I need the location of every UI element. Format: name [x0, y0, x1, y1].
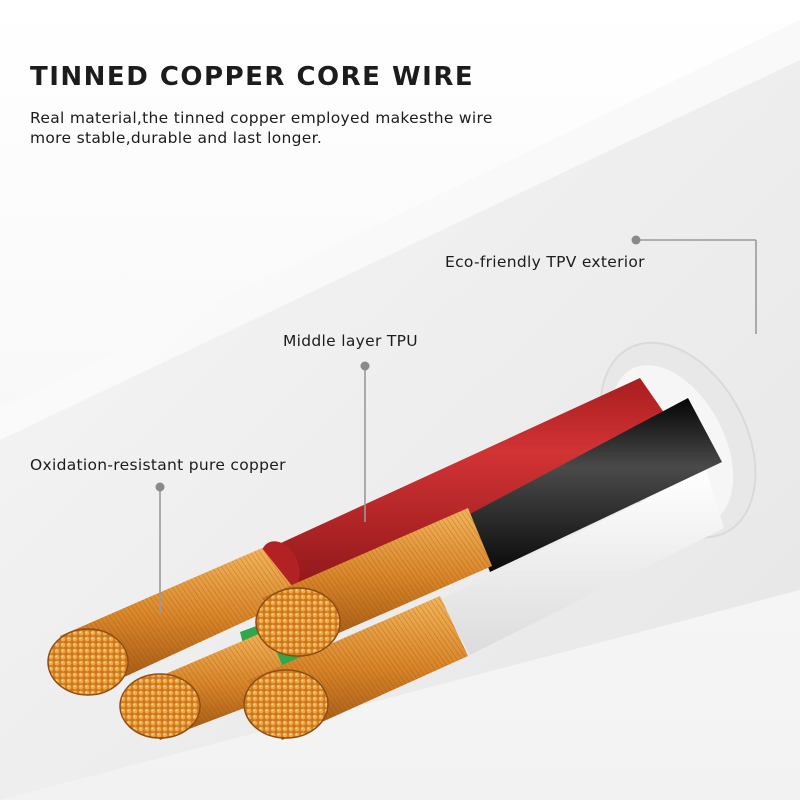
white-insulation — [440, 470, 724, 655]
description-line-2: more stable,durable and last longer. — [30, 129, 323, 147]
leader-lines — [155, 235, 757, 614]
callout-middle-layer-label: Middle layer TPU — [283, 332, 418, 350]
black-insulation — [468, 398, 722, 572]
product-description: Real material,the tinned copper employed… — [30, 108, 630, 148]
description-line-1: Real material,the tinned copper employed… — [30, 109, 493, 127]
copper-strand-ends — [47, 587, 341, 739]
page-title: TINNED COPPER CORE WIRE — [30, 62, 475, 92]
red-insulation — [270, 378, 690, 590]
callout-exterior-label: Eco-friendly TPV exterior — [445, 253, 645, 271]
callout-core-label: Oxidation-resistant pure copper — [30, 456, 286, 474]
